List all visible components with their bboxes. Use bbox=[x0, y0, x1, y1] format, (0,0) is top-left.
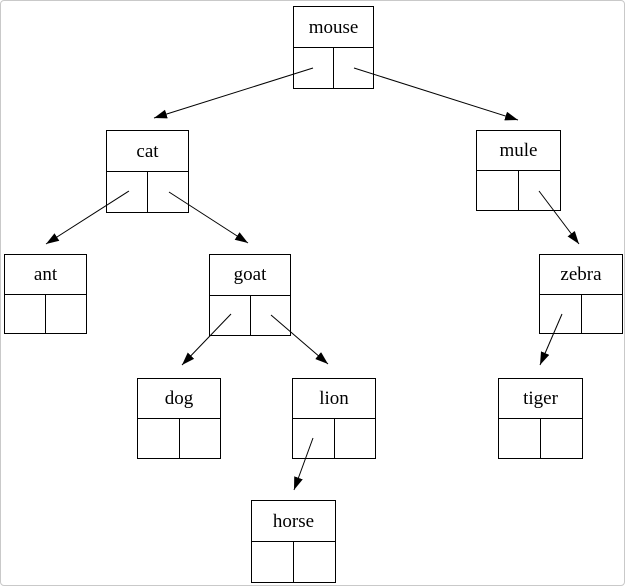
right-pointer-cell bbox=[541, 419, 582, 458]
node-cat: cat bbox=[106, 130, 189, 213]
pointer-cells bbox=[252, 542, 335, 582]
right-pointer-cell bbox=[251, 296, 291, 336]
node-label: dog bbox=[138, 379, 220, 419]
node-label: goat bbox=[210, 255, 290, 296]
left-pointer-cell bbox=[294, 48, 334, 88]
node-goat: goat bbox=[209, 254, 291, 336]
left-pointer-cell bbox=[210, 295, 251, 335]
right-pointer-cell bbox=[582, 295, 623, 334]
node-zebra: zebra bbox=[539, 254, 623, 334]
edge-mouse-cat bbox=[153, 67, 314, 119]
node-label: ant bbox=[5, 255, 86, 295]
node-label: cat bbox=[107, 131, 188, 172]
edge-mouse-mule bbox=[353, 67, 519, 121]
right-pointer-cell bbox=[294, 542, 335, 582]
right-pointer-cell bbox=[148, 172, 188, 212]
node-horse: horse bbox=[251, 500, 336, 583]
node-mule: mule bbox=[476, 130, 561, 211]
node-label: mouse bbox=[294, 7, 373, 48]
left-pointer-cell bbox=[293, 419, 335, 458]
pointer-cells bbox=[540, 294, 623, 334]
right-pointer-cell bbox=[335, 419, 376, 458]
left-pointer-cell bbox=[5, 294, 46, 333]
right-pointer-cell bbox=[180, 419, 221, 458]
node-ant: ant bbox=[4, 254, 87, 334]
pointer-cells bbox=[5, 294, 86, 334]
node-label: zebra bbox=[540, 255, 622, 295]
node-label: horse bbox=[252, 501, 335, 542]
node-mouse: mouse bbox=[293, 6, 374, 89]
left-pointer-cell bbox=[499, 419, 541, 458]
left-pointer-cell bbox=[477, 171, 519, 210]
left-pointer-cell bbox=[138, 419, 180, 458]
pointer-cells bbox=[477, 171, 560, 210]
pointer-cells bbox=[107, 172, 188, 212]
right-pointer-cell bbox=[334, 48, 373, 88]
right-pointer-cell bbox=[46, 295, 86, 334]
node-label: lion bbox=[293, 379, 375, 419]
pointer-cells bbox=[499, 419, 582, 458]
left-pointer-cell bbox=[252, 542, 294, 582]
pointer-cells bbox=[294, 48, 373, 88]
right-pointer-cell bbox=[519, 171, 560, 210]
node-tiger: tiger bbox=[498, 378, 583, 459]
node-label: tiger bbox=[499, 379, 582, 419]
left-pointer-cell bbox=[107, 172, 148, 212]
left-pointer-cell bbox=[540, 294, 582, 333]
node-dog: dog bbox=[137, 378, 221, 459]
pointer-cells bbox=[138, 419, 220, 458]
pointer-cells bbox=[293, 419, 375, 458]
node-lion: lion bbox=[292, 378, 376, 459]
pointer-cells bbox=[210, 295, 291, 336]
node-label: mule bbox=[477, 131, 560, 171]
